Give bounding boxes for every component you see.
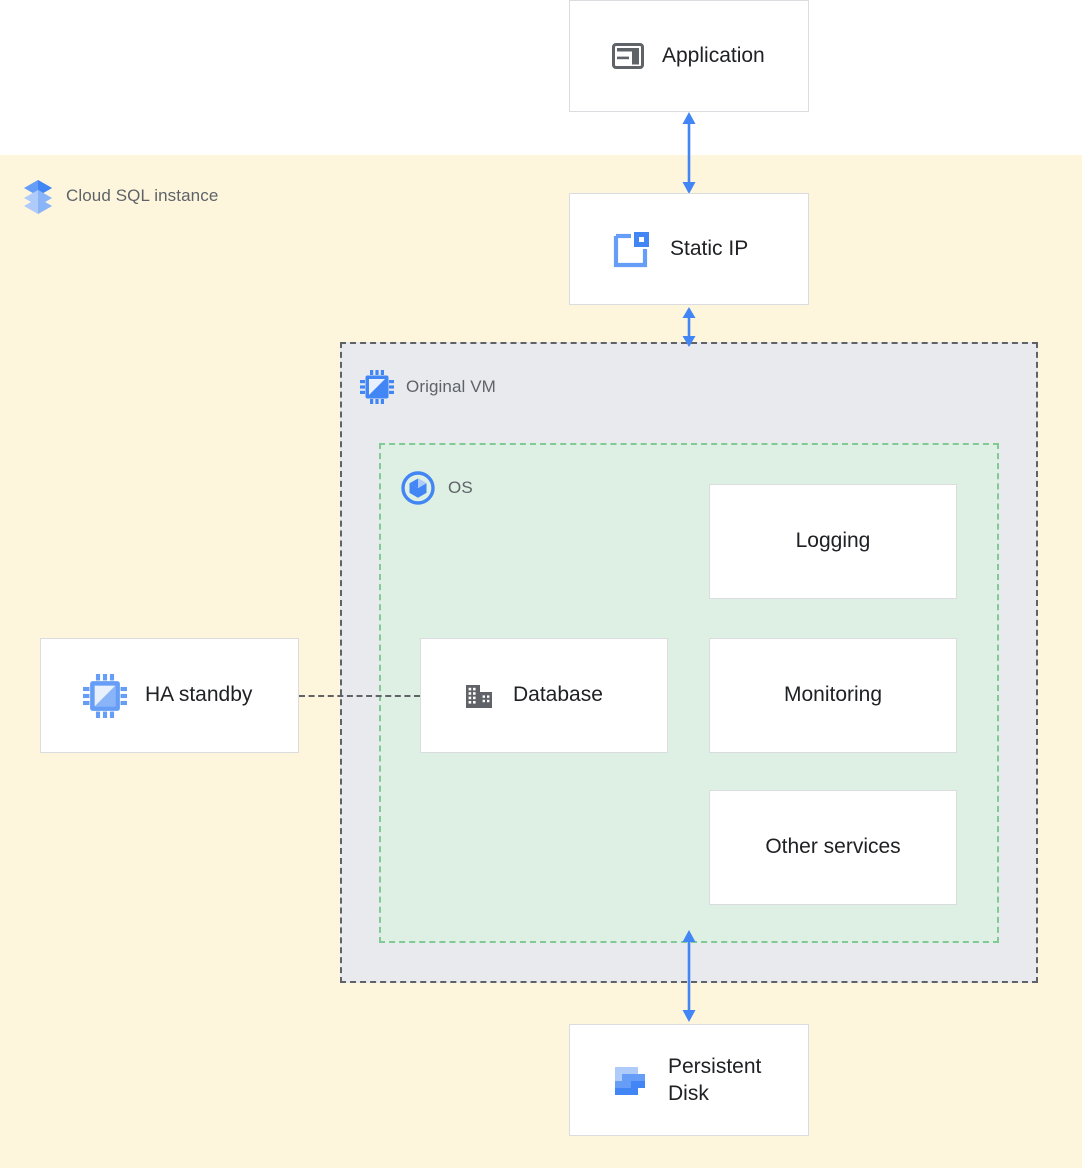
node-label: Application [662,43,765,67]
cpu-chip-icon [360,370,394,404]
region-label-cloud-sql: Cloud SQL instance [22,178,218,214]
node-label: Static IP [670,236,749,260]
region-label-text: Original VM [406,377,496,396]
database-building-icon [463,680,495,712]
app-window-icon [612,40,644,72]
node-static-ip[interactable]: Static IP [569,193,809,305]
connector-ha-standby-to-database [299,695,420,697]
node-label: HA standby [145,683,253,707]
static-ip-icon [612,229,652,269]
layers-stack-icon [22,178,54,214]
region-label-os: OS [400,470,473,506]
persistent-disk-icon [612,1061,650,1099]
node-persistent-disk[interactable]: Persistent Disk [569,1024,809,1136]
node-label: Logging [795,529,871,553]
node-label: Other services [765,835,901,859]
node-label: Database [513,683,603,707]
node-monitoring[interactable]: Monitoring [709,638,957,753]
node-label: Persistent Disk [668,1054,762,1105]
node-ha-standby[interactable]: HA standby [40,638,299,753]
node-logging[interactable]: Logging [709,484,957,599]
region-label-original-vm: Original VM [360,370,496,404]
node-label: Monitoring [783,683,883,707]
cpu-chip-light-icon [83,673,127,718]
node-database[interactable]: Database [420,638,668,753]
node-application[interactable]: Application [569,0,809,112]
region-label-text: OS [448,478,473,497]
region-label-text: Cloud SQL instance [66,186,219,205]
node-other-services[interactable]: Other services [709,790,957,905]
os-cube-circle-icon [400,470,436,506]
